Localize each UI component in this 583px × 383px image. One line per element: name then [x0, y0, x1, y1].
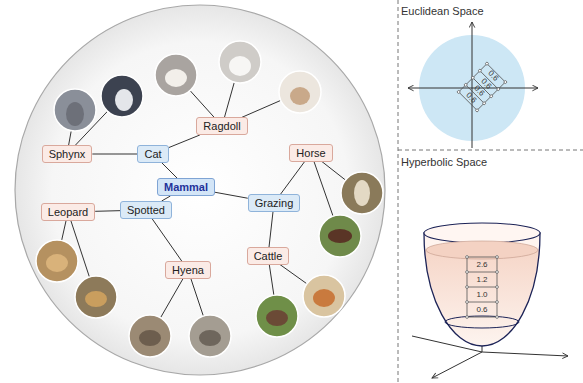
panel-title: Euclidean Space [401, 5, 484, 18]
tree-edge [162, 163, 177, 178]
paraboloid-ring [445, 316, 519, 328]
fill-level [426, 241, 538, 259]
node-text: Mammal [164, 180, 208, 194]
node-text: Horse [296, 146, 325, 160]
category-box: Mammal [157, 178, 215, 196]
distance-value: 1.2 [476, 275, 487, 285]
node-text: Leopard [48, 205, 88, 219]
axis [472, 22, 473, 148]
category-box: Spotted [120, 201, 172, 219]
tree-edge [95, 210, 120, 212]
hierarchy-disk [15, 5, 385, 375]
node-text: Grazing [255, 196, 294, 210]
leaf-box: Sphynx [42, 145, 93, 163]
leaf-box: Ragdoll [196, 117, 247, 135]
node-text: Ragdoll [203, 119, 240, 133]
distance-value: 0.6 [476, 305, 487, 315]
tree-edge [281, 162, 305, 194]
tree-edge [215, 192, 248, 198]
leaf-box: Horse [289, 144, 332, 162]
distance-value: 1.0 [476, 290, 487, 300]
leaf-box: Hyena [165, 261, 211, 279]
panel-title: Hyperbolic Space [401, 156, 487, 169]
tree-edge [92, 154, 137, 155]
animal-photos [36, 41, 383, 357]
distance-grid [466, 256, 499, 319]
category-box: Cat [137, 145, 168, 163]
leaf-box: Leopard [41, 203, 95, 221]
panel-divider [398, 150, 583, 151]
leaf-box: Cattle [247, 247, 290, 265]
tree-edge [152, 219, 181, 261]
node-text: Cat [144, 147, 161, 161]
distance-grid [457, 62, 508, 113]
node-text: Spotted [127, 203, 165, 217]
panel-divider [398, 0, 399, 383]
paraboloid-rim [424, 223, 540, 243]
node-text: Cattle [254, 249, 283, 263]
category-box: Grazing [248, 194, 301, 212]
tree-edge [169, 135, 200, 148]
node-text: Hyena [172, 263, 204, 277]
photo-links [57, 62, 362, 336]
distance-value: 2.6 [476, 260, 487, 270]
tree-edge [269, 212, 273, 247]
paraboloid [424, 233, 540, 346]
node-text: Sphynx [49, 147, 86, 161]
